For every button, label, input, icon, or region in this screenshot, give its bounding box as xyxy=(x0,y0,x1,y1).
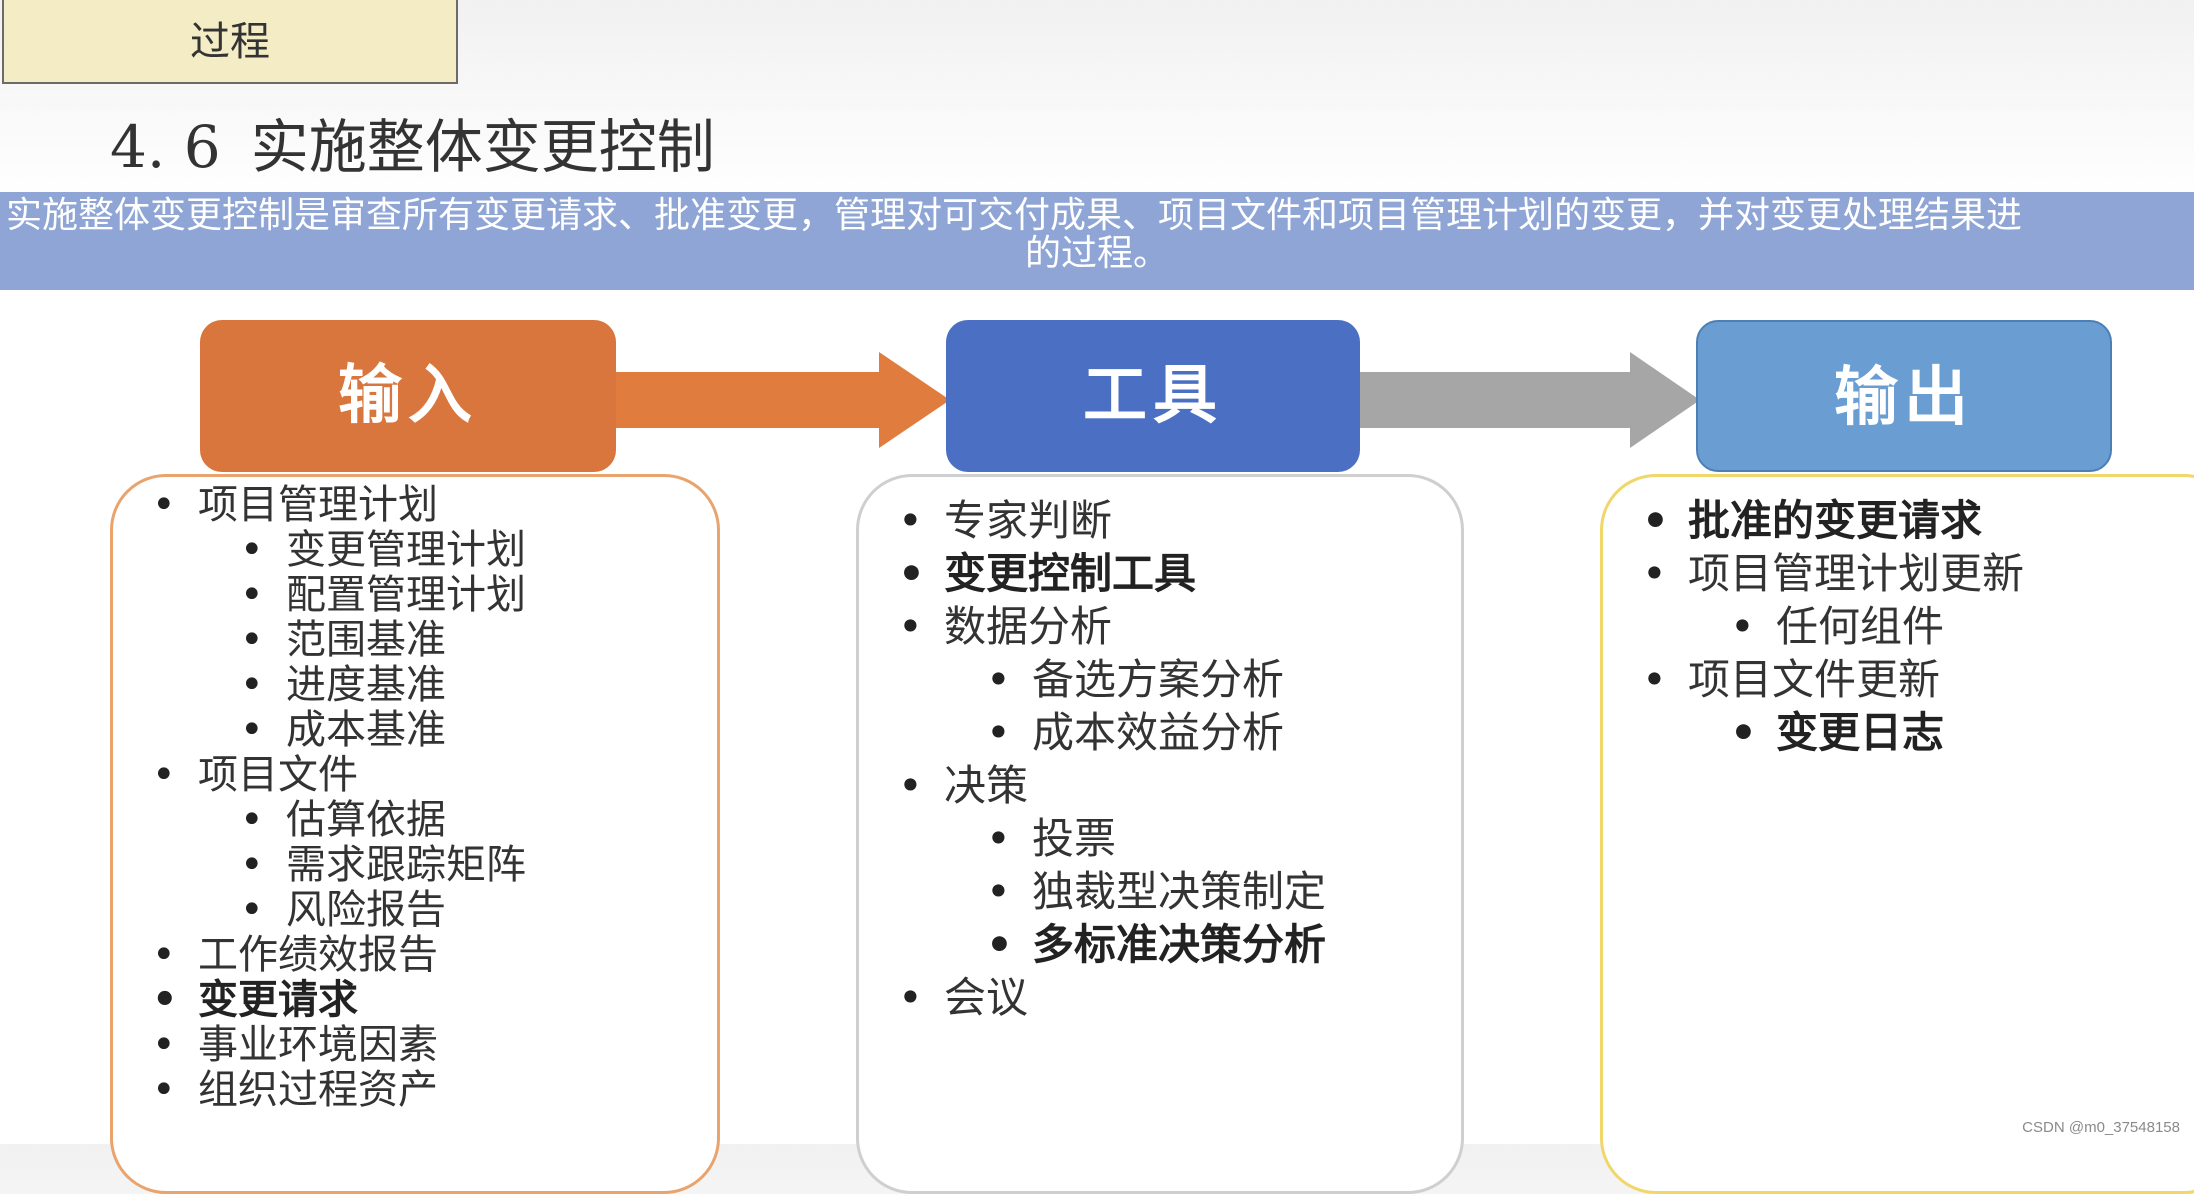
list-item: 事业环境因素 xyxy=(152,1023,526,1069)
list-item: 变更控制工具 xyxy=(898,547,1326,600)
definition-line-2: 的过程。 xyxy=(1024,233,1169,274)
list-item: 独裁型决策制定 xyxy=(986,865,1326,918)
list-item: 进度基准 xyxy=(240,663,526,709)
definition-banner: 实施整体变更控制是审查所有变更请求、批准变更，管理对可交付成果、项目文件和项目管… xyxy=(0,192,2194,290)
list-item: 备选方案分析 xyxy=(986,653,1326,706)
list-item: 组织过程资产 xyxy=(152,1068,526,1114)
list-item: 投票 xyxy=(986,812,1326,865)
list-item: 多标准决策分析 xyxy=(986,918,1326,971)
list-item: 项目管理计划更新 xyxy=(1642,547,2024,600)
tools-to-output-arrow-icon xyxy=(1358,352,1700,448)
inputs-header: 输入 xyxy=(200,320,616,472)
list-item: 范围基准 xyxy=(240,618,526,664)
list-item: 任何组件 xyxy=(1730,600,2024,653)
watermark: CSDN @m0_37548158 xyxy=(2022,1119,2180,1136)
list-item: 工作绩效报告 xyxy=(152,933,526,979)
list-item: 配置管理计划 xyxy=(240,573,526,619)
list-item: 数据分析 xyxy=(898,600,1326,653)
definition-line-1: 实施整体变更控制是审查所有变更请求、批准变更，管理对可交付成果、项目文件和项目管… xyxy=(6,195,2023,236)
input-to-tools-arrow-icon xyxy=(614,352,950,448)
list-item: 风险报告 xyxy=(240,888,526,934)
list-item: 项目管理计划 xyxy=(152,483,526,529)
list-item: 变更管理计划 xyxy=(240,528,526,574)
list-item: 变更请求 xyxy=(152,978,526,1024)
outputs-list: 批准的变更请求 项目管理计划更新 任何组件 项目文件更新 变更日志 xyxy=(1642,494,2024,759)
process-tag: 过程 xyxy=(2,0,458,84)
list-item: 会议 xyxy=(898,971,1326,1024)
tools-list: 专家判断 变更控制工具 数据分析 备选方案分析 成本效益分析 决策 投票 独裁型… xyxy=(898,494,1326,1024)
list-item: 专家判断 xyxy=(898,494,1326,547)
list-item: 项目文件更新 xyxy=(1642,653,2024,706)
outputs-header: 输出 xyxy=(1696,320,2112,472)
list-item: 估算依据 xyxy=(240,798,526,844)
list-item: 成本效益分析 xyxy=(986,706,1326,759)
list-item: 批准的变更请求 xyxy=(1642,494,2024,547)
inputs-list: 项目管理计划 变更管理计划 配置管理计划 范围基准 进度基准 成本基准 项目文件… xyxy=(152,483,526,1114)
list-item: 变更日志 xyxy=(1730,706,2024,759)
list-item: 项目文件 xyxy=(152,753,526,799)
list-item: 需求跟踪矩阵 xyxy=(240,843,526,889)
page-title: 4. 6 实施整体变更控制 xyxy=(110,100,715,184)
tools-header: 工具 xyxy=(946,320,1360,472)
list-item: 成本基准 xyxy=(240,708,526,754)
list-item: 决策 xyxy=(898,759,1326,812)
section-number: 4. 6 xyxy=(110,113,221,181)
section-title: 实施整体变更控制 xyxy=(250,113,715,181)
